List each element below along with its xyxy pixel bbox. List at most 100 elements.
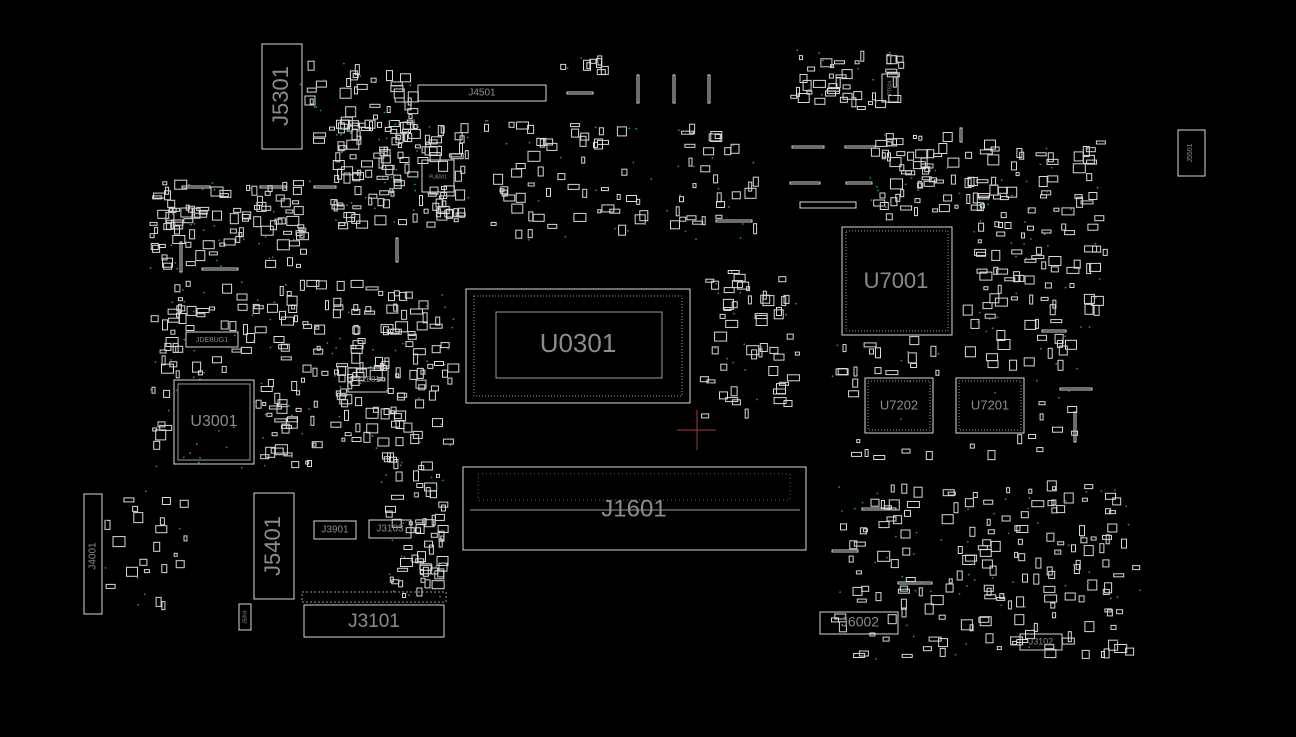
u2801-outline[interactable]	[347, 367, 389, 393]
smd-part	[828, 83, 838, 89]
j4001-outline[interactable]	[83, 493, 103, 615]
smd-part	[246, 333, 256, 343]
smd-part	[267, 379, 274, 387]
j3103-outline[interactable]	[368, 519, 412, 539]
via	[215, 259, 218, 262]
j3101-outline[interactable]	[303, 604, 445, 638]
smd-connector	[715, 219, 753, 223]
smd-part	[856, 598, 867, 603]
j3901-outline[interactable]	[313, 520, 357, 540]
via	[677, 165, 680, 168]
via	[1000, 179, 1003, 182]
smd-part	[536, 137, 547, 146]
smd-part	[546, 187, 551, 197]
smd-part	[727, 270, 740, 274]
via	[190, 223, 193, 226]
smd-part	[873, 199, 886, 207]
smd-part	[161, 254, 168, 261]
smd-part	[196, 308, 210, 313]
smd-part	[999, 593, 1005, 600]
smd-part	[990, 146, 1000, 152]
via	[900, 418, 902, 420]
via	[1094, 242, 1097, 245]
smd-part	[283, 230, 293, 235]
smd-part	[852, 378, 859, 388]
j3901-label: J3901	[321, 525, 349, 536]
smd-part	[725, 319, 739, 328]
via	[644, 223, 646, 226]
smd-part	[1043, 585, 1056, 593]
smd-part	[1106, 609, 1113, 617]
u7201-outline[interactable]	[955, 377, 1025, 434]
smd-part	[388, 292, 395, 302]
via	[414, 189, 417, 192]
smd-part	[266, 412, 273, 417]
via	[168, 409, 170, 412]
smd-part	[842, 84, 851, 90]
smd-part	[837, 368, 848, 375]
via	[419, 441, 421, 444]
via	[874, 561, 876, 564]
smd-part	[422, 312, 428, 324]
smd-part	[438, 160, 449, 172]
j5401-outline[interactable]	[253, 492, 295, 600]
j6002-outline[interactable]	[819, 611, 899, 635]
j5501-outline[interactable]	[1177, 129, 1206, 177]
j3102-outline[interactable]	[1019, 633, 1063, 651]
smd-part	[1044, 594, 1058, 603]
smd-part	[860, 50, 865, 62]
j5301-outline[interactable]	[261, 43, 303, 150]
smd-part	[914, 198, 921, 204]
smd-part	[1050, 319, 1063, 324]
via	[920, 582, 923, 585]
smd-part	[386, 70, 393, 82]
smd-part	[155, 525, 168, 534]
u7202-outline[interactable]	[864, 377, 934, 434]
smd-part	[297, 224, 305, 229]
smd-part	[408, 113, 413, 119]
via	[430, 476, 433, 479]
via	[1086, 148, 1089, 151]
smd-part	[251, 185, 258, 196]
pt804-outline[interactable]	[881, 73, 899, 103]
smd-part	[155, 429, 167, 441]
via	[340, 299, 343, 302]
smd-part	[1095, 140, 1106, 145]
via	[291, 414, 293, 417]
smd-part	[1020, 511, 1029, 519]
u0301-outline[interactable]	[465, 288, 691, 404]
smd-part	[395, 133, 404, 144]
smd-part	[369, 121, 373, 132]
via	[1080, 535, 1082, 538]
j5004-outline[interactable]	[238, 603, 252, 631]
smd-part	[153, 440, 161, 450]
jdebug1-outline[interactable]	[185, 331, 239, 348]
via	[183, 301, 186, 303]
smd-part	[730, 386, 738, 397]
smd-part	[325, 300, 329, 311]
j4001-label: J4001	[88, 542, 99, 570]
smd-part	[162, 181, 168, 186]
smd-part	[430, 532, 438, 538]
smd-part	[706, 379, 716, 384]
smd-part	[440, 504, 446, 512]
via	[346, 204, 348, 207]
smd-part	[1019, 151, 1025, 160]
smd-part	[434, 361, 444, 366]
smd-part	[1102, 588, 1110, 595]
j4501-outline[interactable]	[417, 84, 547, 102]
smd-part	[703, 147, 715, 156]
via	[1068, 390, 1071, 392]
smd-part	[352, 372, 365, 381]
smd-part	[1086, 263, 1092, 275]
u3001-outline[interactable]	[173, 379, 255, 465]
pu8001-outline[interactable]	[421, 159, 455, 193]
smd-part	[747, 295, 752, 305]
j1601-outline[interactable]	[462, 466, 807, 551]
smd-part	[900, 170, 912, 175]
smd-part	[528, 211, 534, 222]
u7001-outline[interactable]	[841, 226, 953, 336]
via	[401, 342, 404, 345]
via	[409, 84, 412, 87]
